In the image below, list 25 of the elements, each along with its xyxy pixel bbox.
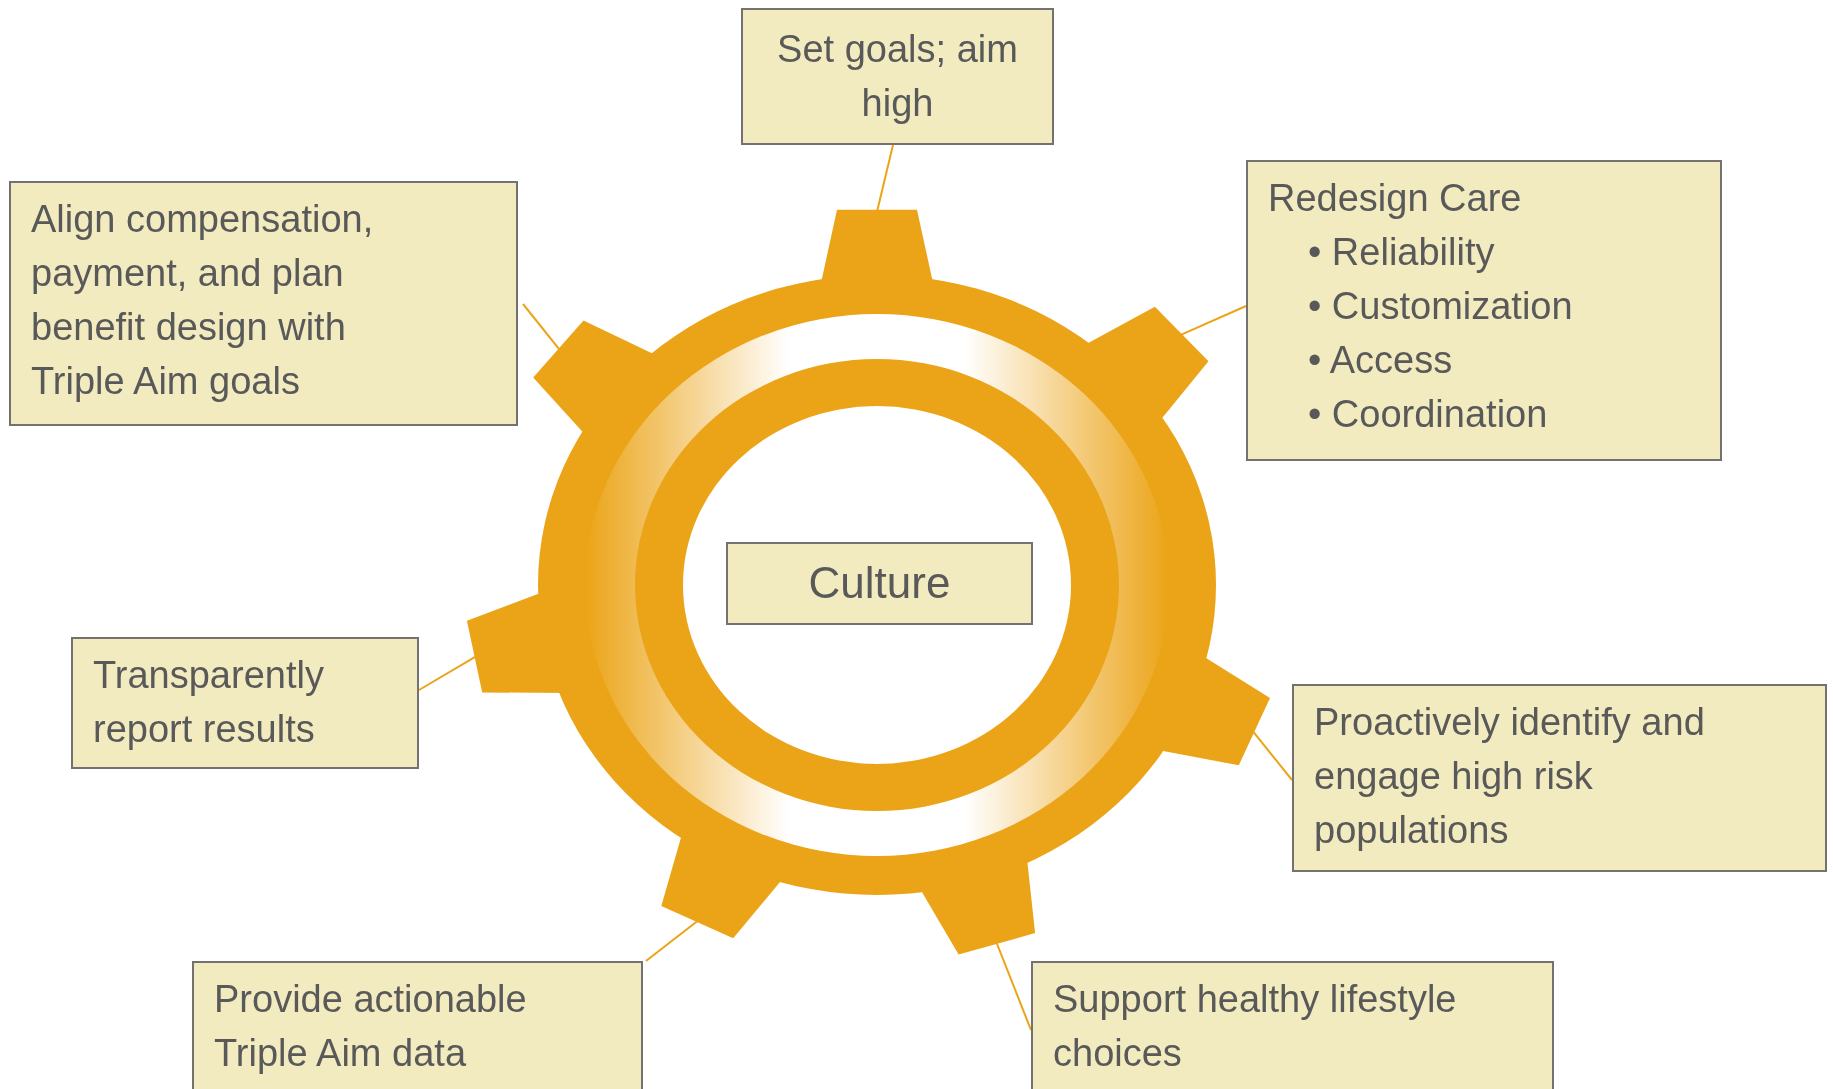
text-box (1031, 961, 1554, 1089)
text-box (726, 542, 1033, 625)
text-box (71, 637, 419, 769)
box-text: Set goals; aim high (776, 26, 1019, 126)
text-box (192, 961, 643, 1089)
text-box (741, 8, 1054, 145)
leader-line (1251, 729, 1293, 781)
leader-line (1179, 305, 1247, 337)
box-heading: Redesign Care (1268, 176, 1523, 221)
leader-line (995, 941, 1032, 1031)
leader-line (645, 919, 700, 962)
leader-line (418, 655, 478, 691)
text-box (1246, 160, 1722, 461)
box-text: Provide actionable Triple Aim data (214, 977, 528, 1076)
box-text: Proactively identify and engage high risk populations (1314, 700, 1706, 853)
text-box (1292, 684, 1827, 872)
bullet-item: • Customization (1308, 283, 1574, 329)
bullet-item: • Access (1308, 337, 1454, 383)
box-text: Transparently report results (93, 653, 325, 752)
text-box (9, 181, 518, 426)
box-text: Culture (807, 557, 952, 610)
bullet-item: • Reliability (1308, 229, 1496, 275)
box-text: Align compensation, payment, and plan benefit design with Triple Aim goals (31, 197, 375, 404)
bullet-item: • Coordination (1308, 391, 1549, 437)
box-text: Support healthy lifestyle choices (1053, 977, 1458, 1076)
